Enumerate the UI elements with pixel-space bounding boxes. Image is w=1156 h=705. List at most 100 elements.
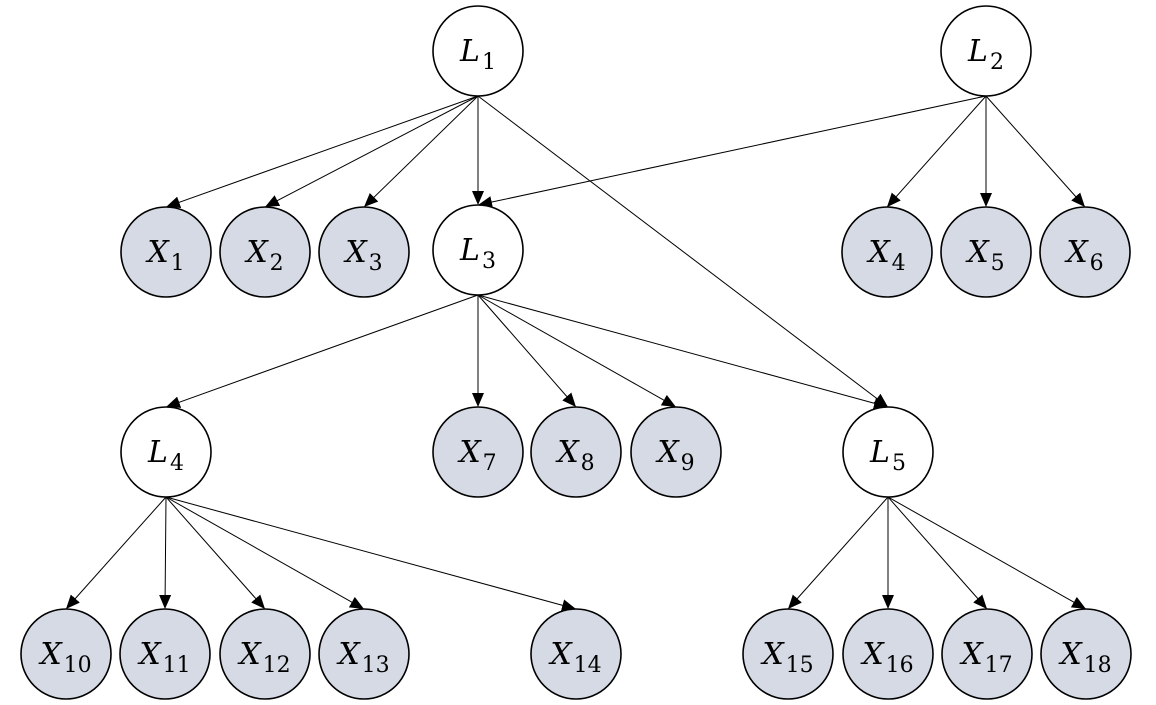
edge-l4-to-x13 <box>165 496 365 609</box>
edge-l4-to-x10 <box>65 496 167 610</box>
node-circle-x3 <box>318 206 410 298</box>
node-label-subscript: 3 <box>482 249 496 274</box>
node-label-x2: X2 <box>244 235 283 276</box>
node-label-base: X <box>137 637 162 672</box>
node-label-subscript: 7 <box>483 451 497 476</box>
node-label-subscript: 14 <box>574 653 602 678</box>
node-circle-x9 <box>630 406 722 498</box>
node-x18: X18 <box>1040 608 1132 700</box>
node-label-base: L <box>459 34 480 69</box>
edge-l1-to-x2 <box>265 95 479 207</box>
edge-l1-to-x3 <box>363 95 479 208</box>
node-x3: X3 <box>318 206 410 298</box>
node-circle-x4 <box>841 206 933 298</box>
node-label-base: X <box>244 235 269 270</box>
node-label-subscript: 9 <box>681 451 695 476</box>
node-label-base: X <box>1058 637 1083 672</box>
node-label-subscript: 2 <box>270 251 284 276</box>
node-x14: X14 <box>530 608 622 700</box>
node-label-subscript: 17 <box>985 653 1013 678</box>
node-label-base: X <box>237 637 262 672</box>
node-circle-x17 <box>941 608 1033 700</box>
node-label-x17: X17 <box>959 637 1012 678</box>
node-x11: X11 <box>119 608 211 700</box>
node-l3: L3 <box>432 204 524 296</box>
node-label-x3: X3 <box>343 235 382 276</box>
node-label-x18: X18 <box>1058 637 1111 678</box>
node-x10: X10 <box>20 608 112 700</box>
edge-l3-to-x8 <box>477 294 576 408</box>
node-label-subscript: 18 <box>1084 653 1112 678</box>
node-circle-x13 <box>318 608 410 700</box>
node-circle-x1 <box>120 206 212 298</box>
node-circle-x5 <box>940 206 1032 298</box>
node-label-base: X <box>959 637 984 672</box>
node-label-base: X <box>760 637 785 672</box>
node-circle-x10 <box>20 608 112 700</box>
node-label-l1: L1 <box>459 34 496 75</box>
node-x4: X4 <box>841 206 933 298</box>
node-circle-x8 <box>530 406 622 498</box>
node-circle-x12 <box>219 608 311 700</box>
node-label-base: X <box>336 637 361 672</box>
node-x12: X12 <box>219 608 311 700</box>
edge-l2-to-x4 <box>886 95 987 208</box>
node-label-x4: X4 <box>866 235 905 276</box>
edge-l3-to-x9 <box>477 294 676 408</box>
node-label-x6: X6 <box>1064 235 1103 276</box>
node-label-subscript: 4 <box>170 451 184 476</box>
node-label-base: X <box>145 235 170 270</box>
edge-l5-to-x17 <box>887 496 987 609</box>
edge-l1-to-x1 <box>166 95 479 208</box>
node-circle-l4 <box>120 406 212 498</box>
node-label-subscript: 12 <box>263 653 291 678</box>
edge-l4-to-x12 <box>165 496 265 609</box>
node-label-x15: X15 <box>760 637 813 678</box>
node-label-x12: X12 <box>237 637 290 678</box>
node-label-base: X <box>555 435 580 470</box>
node-label-base: L <box>967 34 988 69</box>
node-label-x13: X13 <box>336 637 389 678</box>
node-label-x5: X5 <box>965 235 1004 276</box>
node-x7: X7 <box>432 406 524 498</box>
node-label-subscript: 4 <box>892 251 906 276</box>
node-label-x16: X16 <box>860 637 913 678</box>
node-label-base: X <box>457 435 482 470</box>
node-circle-x11 <box>119 608 211 700</box>
node-circle-x2 <box>219 206 311 298</box>
node-label-x14: X14 <box>548 637 601 678</box>
node-x8: X8 <box>530 406 622 498</box>
node-label-base: X <box>860 637 885 672</box>
node-label-subscript: 3 <box>369 251 383 276</box>
node-label-x10: X10 <box>38 637 91 678</box>
edge-l3-to-l5 <box>477 294 888 410</box>
node-x9: X9 <box>630 406 722 498</box>
node-circle-l2 <box>940 5 1032 97</box>
node-label-x11: X11 <box>137 637 190 678</box>
node-label-subscript: 13 <box>362 653 390 678</box>
edge-l1-to-l5 <box>477 95 888 408</box>
node-x17: X17 <box>941 608 1033 700</box>
node-x5: X5 <box>940 206 1032 298</box>
edge-l5-to-x18 <box>887 496 1087 609</box>
node-label-subscript: 2 <box>990 50 1004 75</box>
node-label-l3: L3 <box>459 233 496 274</box>
node-x15: X15 <box>742 608 834 700</box>
node-circle-l1 <box>432 5 524 97</box>
node-x1: X1 <box>120 206 212 298</box>
node-label-base: X <box>343 235 368 270</box>
edge-l2-to-x6 <box>985 95 1085 208</box>
node-label-l5: L5 <box>869 435 906 476</box>
node-label-base: L <box>459 233 480 268</box>
node-label-subscript: 5 <box>892 451 906 476</box>
node-label-x9: X9 <box>655 435 694 476</box>
node-circle-l5 <box>842 406 934 498</box>
edge-l4-to-x11 <box>159 496 172 610</box>
node-circle-x7 <box>432 406 524 498</box>
node-circle-l3 <box>432 204 524 296</box>
node-circle-x14 <box>530 608 622 700</box>
node-label-base: L <box>869 435 890 470</box>
edge-l4-to-x14 <box>165 496 576 612</box>
